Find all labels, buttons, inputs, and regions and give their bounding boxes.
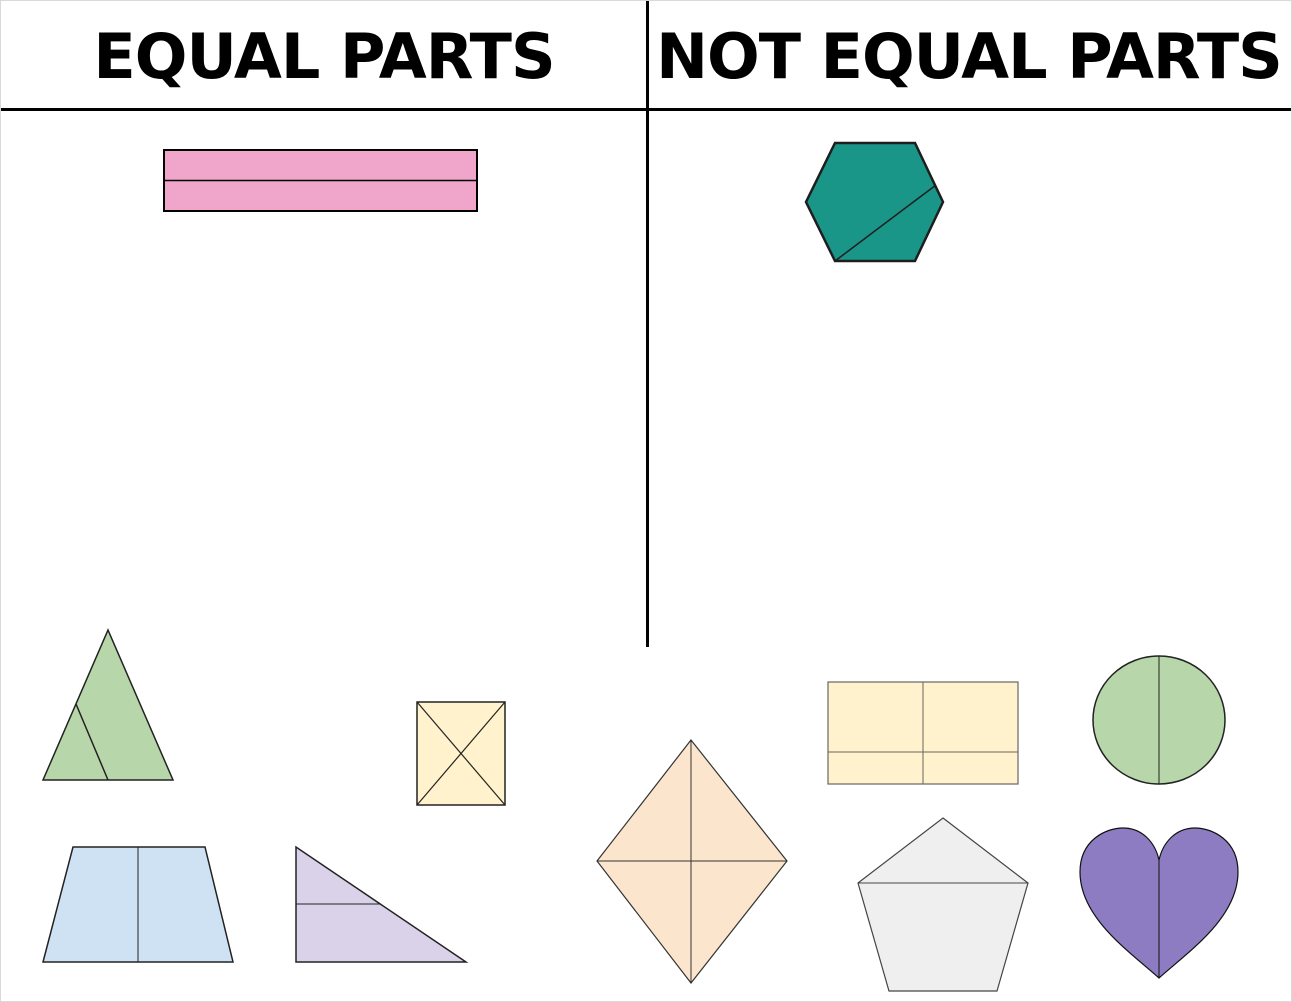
- heading-not-equal-parts: NOT EQUAL PARTS: [656, 19, 1283, 93]
- column-divider: [646, 1, 649, 647]
- trapezoid-halves-shape[interactable]: [41, 845, 237, 965]
- pentagon-unequal-shape[interactable]: [856, 816, 1032, 994]
- kite-quarters-shape[interactable]: [595, 738, 789, 986]
- hexagon-unequal-shape[interactable]: [804, 141, 946, 263]
- square-quarters-shape[interactable]: [416, 701, 508, 808]
- rectangle-unequal-shape[interactable]: [827, 681, 1021, 787]
- heart-halves-shape[interactable]: [1078, 826, 1240, 982]
- rectangle-halves-shape[interactable]: [163, 149, 479, 213]
- right-triangle-unequal-shape[interactable]: [294, 845, 470, 965]
- circle-halves-shape[interactable]: [1091, 654, 1227, 788]
- triangle-unequal-shape[interactable]: [41, 628, 175, 783]
- heading-equal-parts: EQUAL PARTS: [93, 19, 555, 93]
